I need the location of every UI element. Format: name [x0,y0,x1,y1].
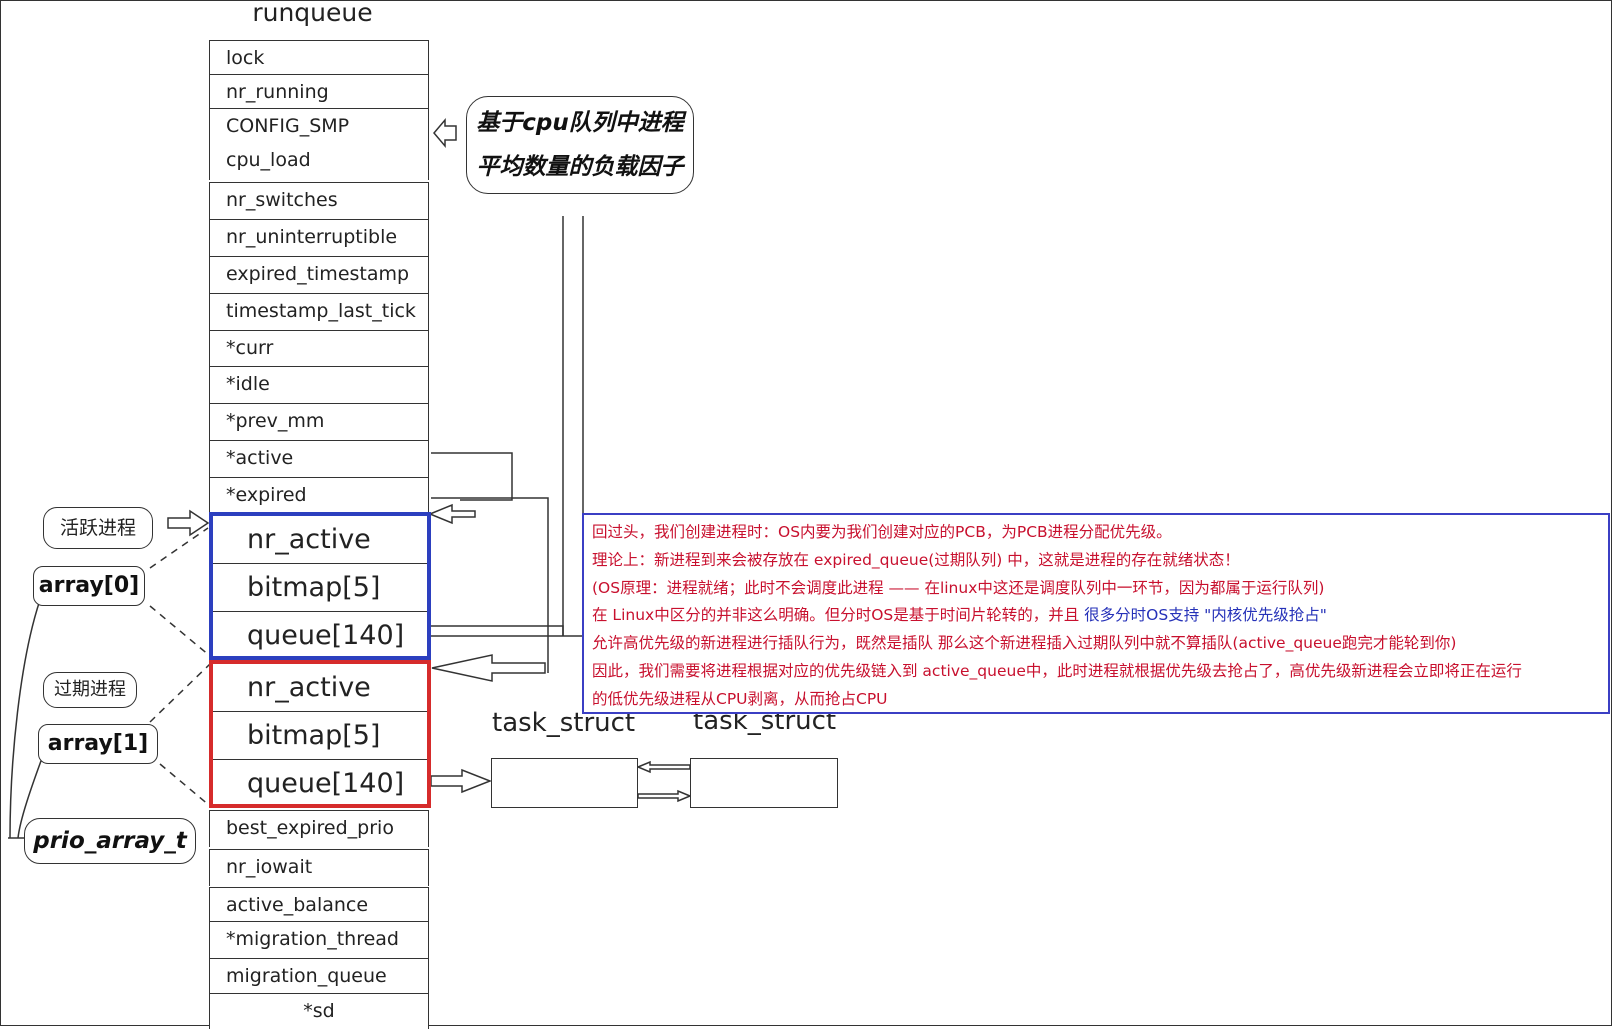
explanation-box: 回过头，我们创建进程时：OS内要为我们创建对应的PCB，为PCB进程分配优先级。… [582,513,1610,714]
prio-array-t-label: prio_array_t [24,818,196,864]
field-active-ptr: *active [209,440,429,477]
explain-line-5: 允许高优先级的新进程进行插队行为，既然是插队 那么这个新进程插入过期队列中就不算… [592,634,1457,653]
explain-line-4: 在 Linux中区分的并非这么明确。但分时OS是基于时间片轮转的，并且 很多分时… [592,602,1608,630]
task-struct-box-1 [491,758,638,808]
runqueue-title: runqueue [252,0,373,27]
active-queue: queue[140] [247,620,405,651]
explain-preemption-highlight: 很多分时OS支持 "内核优先级抢占" [1084,606,1327,625]
field-expired-timestamp: expired_timestamp [209,256,429,293]
field-best-expired-prio: best_expired_prio [209,810,429,847]
explain-line-4-text: 在 Linux中区分的并非这么明确。但分时OS是基于时间片轮转的，并且 [592,606,1085,625]
field-nr-running: nr_running [209,74,429,111]
cpu-note-line1: 基于cpu队列中进程 [476,110,684,136]
task-struct-box-2 [690,758,838,808]
field-config-smp: CONFIG_SMP [226,115,350,137]
queue-to-task-arrow [430,768,493,794]
active-process-bubble: 活跃进程 [43,507,153,549]
field-active-balance: active_balance [209,887,429,924]
field-migration-thread: *migration_thread [209,921,429,958]
active-bitmap: bitmap[5] [213,564,427,612]
explain-line-1: 回过头，我们创建进程时：OS内要为我们创建对应的PCB，为PCB进程分配优先级。 [592,523,1172,541]
field-prev-mm: *prev_mm [209,403,429,440]
cpu-load-arrow [433,117,457,149]
explain-line-2: 理论上：新进程到来会被存放在 expired_queue(过期队列) 中，这就是… [592,550,1240,569]
expired-nr-active: nr_active [213,664,427,712]
expired-prio-array: nr_active bitmap[5] queue[140] [209,660,431,808]
field-smp-block: CONFIG_SMP cpu_load [209,108,429,180]
expired-bitmap: bitmap[5] [213,712,427,760]
active-prio-array: nr_active bitmap[5] queue[140] [209,512,431,660]
array1-label: array[1] [38,724,158,764]
field-lock: lock [209,40,429,77]
field-migration-queue: migration_queue [209,958,429,995]
field-sd: *sd [209,993,429,1029]
active-bubble-arrow [167,509,210,537]
field-expired-ptr: *expired [209,477,429,513]
field-nr-uninterruptible: nr_uninterruptible [209,219,429,256]
explain-line-6: 因此，我们需要将进程根据对应的优先级链入到 active_queue中，此时进程… [592,661,1522,680]
explain-line-3: (OS原理：进程就绪；此时不会调度此进程 —— 在linux中这还是调度队列中一… [592,578,1325,597]
field-idle: *idle [209,366,429,403]
active-nr-active: nr_active [213,516,427,564]
expired-pointer-arrow [431,654,546,682]
field-cpu-load: cpu_load [226,149,311,171]
array0-label: array[0] [33,566,145,606]
field-timestamp-last-tick: timestamp_last_tick [209,293,429,330]
field-curr: *curr [209,330,429,367]
active-pointer-arrow [428,503,476,525]
expired-queue: queue[140] [247,768,405,799]
cpu-load-note: 基于cpu队列中进程 平均数量的负载因子 [466,96,694,194]
explain-line-7: 的低优先级进程从CPU剥离，从而抢占CPU [592,689,888,708]
expired-process-bubble: 过期进程 [43,672,137,708]
cpu-note-line2: 平均数量的负载因子 [476,154,684,180]
field-nr-switches: nr_switches [209,182,429,219]
field-nr-iowait: nr_iowait [209,849,429,886]
